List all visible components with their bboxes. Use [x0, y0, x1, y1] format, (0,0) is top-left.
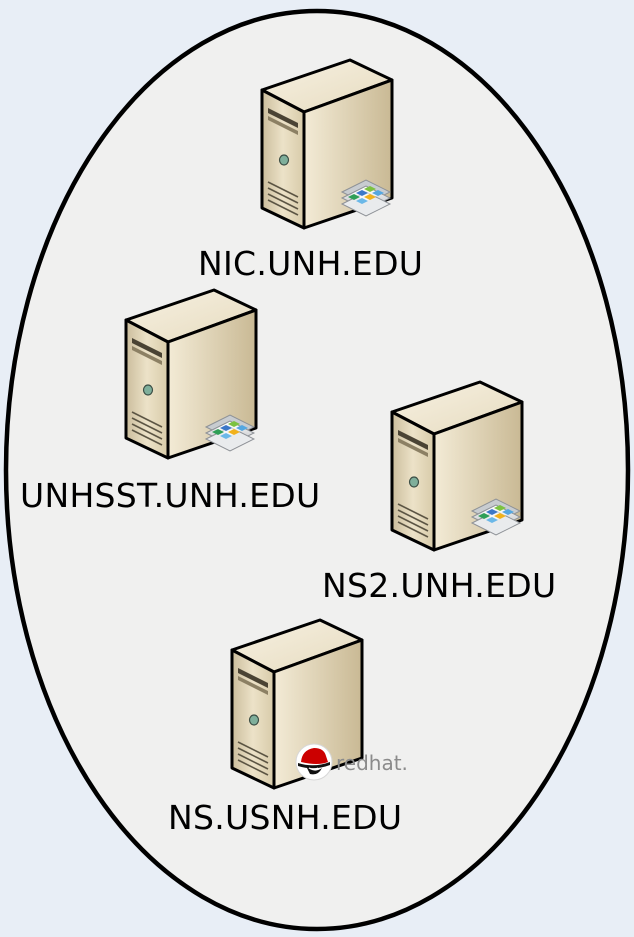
server-label-nic: NIC.UNH.EDU: [198, 244, 424, 283]
server-label-ns-usnh: NS.USNH.EDU: [168, 798, 403, 837]
redhat-wordmark: redhat.: [336, 751, 408, 775]
cluster-boundary: [3, 8, 631, 932]
server-label-ns2: NS2.UNH.EDU: [322, 566, 557, 605]
server-label-unhsst: UNHSST.UNH.EDU: [20, 476, 321, 515]
redhat-logo: redhat.: [295, 743, 408, 781]
